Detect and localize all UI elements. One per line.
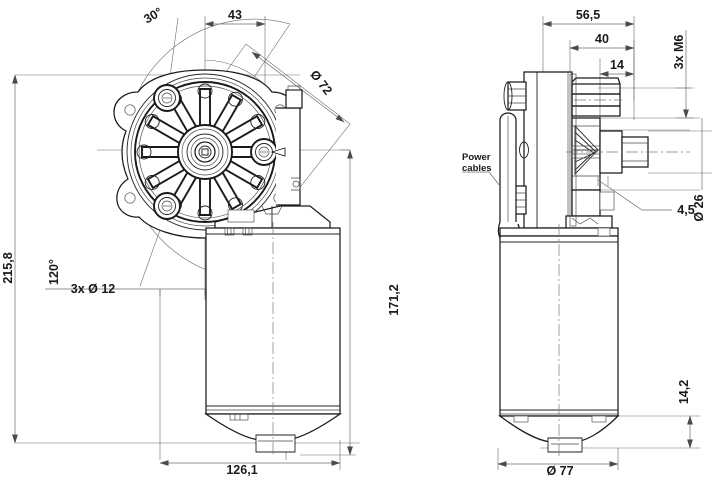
dim-171-2 (300, 149, 356, 456)
worm-teeth (574, 124, 600, 176)
dim-label-126-1: 126,1 (226, 463, 257, 477)
output-shaft-side (566, 130, 690, 174)
gearbox-housing-front (113, 69, 303, 239)
motor-body-side (498, 224, 620, 458)
power-cables-annotation: Power cables (462, 152, 501, 187)
dim-label-4-5: 4,5 (677, 203, 694, 217)
dim-label-14: 14 (610, 58, 624, 72)
dim-label-56-5: 56,5 (576, 8, 600, 22)
dim-label-40: 40 (595, 32, 609, 46)
dim-label-d26: Ø 26 (692, 194, 706, 221)
dim-label-215-8: 215,8 (1, 252, 15, 283)
dim-label-14-2: 14,2 (677, 380, 691, 404)
lower-gearbox-details (565, 189, 615, 229)
dim-label-angle-120: 120° (47, 259, 61, 285)
mounting-boss-side-top (503, 81, 527, 111)
dim-3x-m6 (676, 30, 694, 119)
motor-body-front (203, 205, 343, 456)
dim-d26 (648, 118, 712, 190)
flange-hatch (569, 73, 577, 227)
brush-tabs (224, 227, 253, 236)
dim-label-3x-d12: 3x Ø 12 (71, 282, 116, 296)
right-view-group: 56,5 40 14 3x M6 4,5 Ø 26 14,2 Ø 77 Powe… (462, 8, 712, 478)
left-view-group: 30° 120° 43 Ø 72 215,8 171,2 3x Ø 12 126… (1, 5, 401, 477)
dim-label-171-2: 171,2 (387, 284, 401, 315)
dim-126-1 (159, 440, 341, 470)
mounting-bosses (153, 84, 278, 220)
output-hub (177, 124, 233, 180)
upper-bearing-section (571, 77, 622, 117)
annotation-power-line2: cables (462, 163, 492, 174)
dim-label-3x-m6: 3x M6 (672, 35, 686, 70)
worm-gear-section (571, 117, 601, 191)
annotation-power-line1: Power (462, 152, 491, 163)
gearbox-side-body (270, 85, 303, 206)
dim-4-5-leader (597, 176, 672, 211)
dim-line-d72 (251, 51, 345, 123)
dim-3x-d12 (45, 288, 206, 296)
dim-label-d77: Ø 77 (546, 464, 573, 478)
dim-label-43: 43 (228, 8, 242, 22)
mounting-boss-side-middle (519, 141, 529, 159)
